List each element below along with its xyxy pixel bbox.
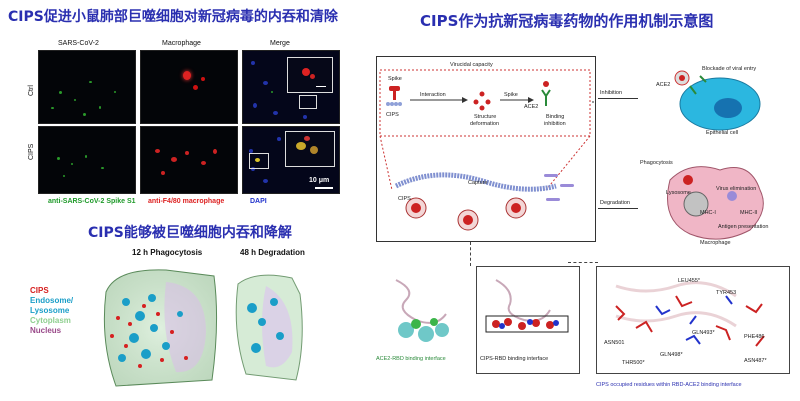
lysosome-label: Lysosome: [666, 190, 691, 196]
residue-7: PHE486: [744, 334, 765, 340]
ace2-label: ACE2: [524, 104, 539, 110]
phago-right-title: 48 h Degradation: [240, 248, 305, 257]
legend-cips: CIPS: [30, 286, 49, 295]
interaction-label: Interaction: [420, 92, 446, 98]
cips2-label: CIPS: [398, 196, 411, 202]
antigen-label: Antigen presentation: [718, 224, 769, 230]
col-label-sars: SARS-CoV-2: [58, 40, 99, 47]
residue-8: ASN487*: [744, 358, 767, 364]
title-mechanism: CIPS作为抗新冠病毒药物的作用机制示意图: [420, 12, 714, 30]
mhc1-label: MHC-I: [700, 210, 716, 216]
deformation-label: deformation: [470, 121, 500, 127]
micro-ctrl-sars: [38, 50, 136, 124]
residue-zoom: [596, 266, 790, 374]
ace2-rbd-structure: [395, 279, 449, 342]
inhibition-arrow-label: Inhibition: [600, 90, 623, 96]
connector-right: [568, 262, 598, 263]
inhibition-arrow: [598, 98, 638, 99]
ace2-rbd-label: ACE2-RBD binding interface: [376, 356, 446, 362]
degradation-arrow-label: Degradation: [600, 200, 630, 206]
struct-caption: CIPS occupied residues within RBD-ACE2 b…: [596, 382, 742, 388]
epithelial-label: Epithelial cell: [706, 130, 739, 136]
connector-left: [470, 242, 471, 266]
blockade-label: Blockade of viral entry: [702, 66, 757, 72]
micro-cips-macrophage: [140, 126, 238, 194]
col-label-merge: Merge: [270, 40, 290, 47]
row-label-ctrl: Ctrl: [28, 85, 35, 96]
macrophage-label: Macrophage: [700, 240, 731, 246]
virus-elim-label: Virus elimination: [716, 186, 757, 192]
title-phagocytosis-degradation: CIPS能够被巨噬细胞内吞和降解: [88, 225, 292, 241]
phago-render: [103, 269, 303, 387]
micro-ctrl-merge: [242, 50, 340, 124]
virucidal-label: Virucidal capacity: [450, 62, 493, 68]
phago-legend: CIPS Endosome/ Lysosome Cytoplasm Nucleu…: [30, 286, 73, 336]
micro-ctrl-macrophage: [140, 50, 238, 124]
capture-label: Capture: [468, 180, 488, 186]
inhibition-label: inhibition: [544, 121, 566, 127]
spike2-label: Spike: [504, 92, 518, 98]
phago-left-title: 12 h Phagocytosis: [132, 248, 203, 257]
mhc2-label: MHC-II: [740, 210, 758, 216]
epithelial-cell: [674, 70, 761, 131]
scale-bar-label: 10 μm: [309, 177, 330, 184]
residue-5: THR500*: [622, 360, 645, 366]
row-label-cips: CIPS: [28, 143, 35, 160]
binding-label: Binding: [546, 114, 565, 120]
phagocytosis-label: Phagocytosis: [640, 160, 673, 166]
structure-label: Structure: [474, 114, 497, 120]
residue-4: ASN501: [604, 340, 625, 346]
residue-6: GLN498*: [660, 352, 683, 358]
legend-lysosome: Lysosome: [30, 306, 70, 315]
mechanism-box: [376, 56, 596, 242]
legend-nucleus: Nucleus: [30, 326, 62, 335]
spike-label: Spike: [388, 76, 402, 82]
micro-cips-merge: 10 μm: [242, 126, 340, 194]
legend-f480: anti-F4/80 macrophage: [148, 198, 225, 205]
legend-cytoplasm: Cytoplasm: [30, 316, 71, 325]
cips-rbd-structure: [476, 266, 580, 374]
micro-cips-sars: [38, 126, 136, 194]
residue-2: TYR453: [716, 290, 737, 296]
macrophage-cell: [667, 166, 764, 240]
legend-endosome: Endosome/: [30, 296, 74, 305]
residue-3: GLN493*: [692, 330, 715, 336]
degradation-arrow: [598, 208, 638, 209]
legend-spike: anti-SARS-CoV-2 Spike S1: [48, 198, 136, 205]
cips-rbd-label: CIPS-RBD binding interface: [480, 356, 549, 362]
scale-bar: [315, 187, 333, 189]
residue-1: LEU455*: [678, 278, 701, 284]
ace2-right-label: ACE2: [656, 82, 671, 88]
col-label-macrophage: Macrophage: [162, 40, 201, 47]
cips-label: CIPS: [386, 112, 399, 118]
legend-dapi: DAPI: [250, 198, 267, 205]
title-macrophage-clearance: CIPS促进小鼠肺部巨噬细胞对新冠病毒的内吞和清除: [8, 9, 338, 25]
